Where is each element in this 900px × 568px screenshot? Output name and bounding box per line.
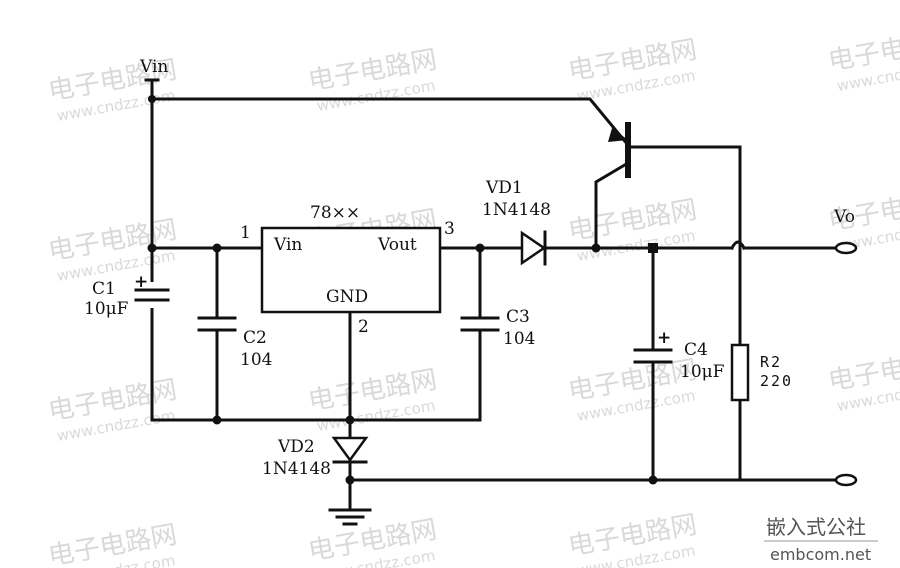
wires	[150, 80, 838, 512]
emitter-arrow-icon	[608, 128, 628, 142]
ic-name-label: 78××	[310, 203, 360, 223]
junction-dot	[212, 243, 222, 253]
junction-dot	[212, 415, 222, 425]
ic-pin-out-label: Vout	[377, 235, 417, 255]
junction-dot	[345, 415, 355, 425]
c2-value: 104	[240, 350, 272, 370]
c4-name: C4	[684, 340, 708, 360]
regulator-ic: 78×× Vin Vout GND 1 3 2	[240, 203, 455, 337]
corner-brand-cn: 嵌入式公社	[766, 515, 866, 539]
c4-plus: +	[657, 328, 671, 348]
junction-dot	[148, 95, 156, 103]
r2-value: 220	[760, 372, 793, 390]
c3-value: 104	[503, 329, 535, 349]
vin-input-symbol: Vin	[139, 57, 168, 82]
pin2-label: 2	[358, 317, 369, 337]
diode-vd2: VD2 1N4148	[262, 436, 369, 479]
vo-label: Vo	[833, 207, 855, 227]
crossover-hop	[729, 240, 747, 251]
c1-plus: +	[134, 272, 148, 292]
vin-top-label: Vin	[139, 57, 168, 77]
ic-gnd-label: GND	[326, 287, 368, 307]
vd1-value: 1N4148	[482, 200, 551, 220]
c1-name: C1	[92, 279, 116, 299]
capacitor-c2: C2 104	[197, 316, 272, 370]
r2-body	[730, 343, 750, 402]
base-collector-wire	[594, 160, 631, 250]
vd2-name: VD2	[277, 437, 315, 457]
pin1-label: 1	[240, 223, 251, 243]
vin-to-emitter-wire	[150, 97, 631, 148]
transistor-pnp	[608, 122, 631, 178]
pin3-label: 3	[444, 219, 455, 239]
c3-name: C3	[506, 307, 530, 327]
junction-dot	[345, 475, 355, 485]
regulator-body	[260, 226, 442, 314]
junction-dot	[591, 243, 601, 253]
capacitor-c3: C3 104	[460, 307, 535, 349]
capacitor-c1: + C1 10μF	[84, 272, 170, 319]
vd2-value: 1N4148	[262, 459, 331, 479]
collector-to-r2-wire	[630, 145, 742, 347]
c2-name: C2	[243, 328, 267, 348]
junction-dot	[648, 475, 658, 485]
vd1-name: VD1	[485, 178, 523, 198]
junction-dot	[648, 243, 658, 253]
capacitor-c4: + C4 10μF	[633, 328, 725, 382]
junction-dot	[147, 243, 157, 253]
corner-brand: 嵌入式公社 embcom.net	[764, 515, 878, 564]
vd2-triangle	[331, 436, 369, 463]
junction-dot	[475, 243, 485, 253]
corner-brand-url: embcom.net	[770, 545, 871, 564]
vd1-triangle	[520, 230, 547, 266]
vo-terminal-icon	[834, 241, 858, 255]
r2-name: R2	[760, 353, 782, 371]
junctions	[147, 95, 658, 485]
output-terminals: Vo	[833, 207, 858, 487]
diode-vd1: VD1 1N4148	[482, 178, 551, 266]
c4-value: 10μF	[680, 362, 725, 382]
c1-value: 10μF	[84, 299, 129, 319]
resistor-r2: R2 220	[730, 343, 793, 402]
ic-pin-in-label: Vin	[273, 235, 302, 255]
ground-icon	[328, 508, 372, 526]
c1-gap	[136, 282, 168, 308]
ground-terminal-icon	[834, 473, 858, 487]
